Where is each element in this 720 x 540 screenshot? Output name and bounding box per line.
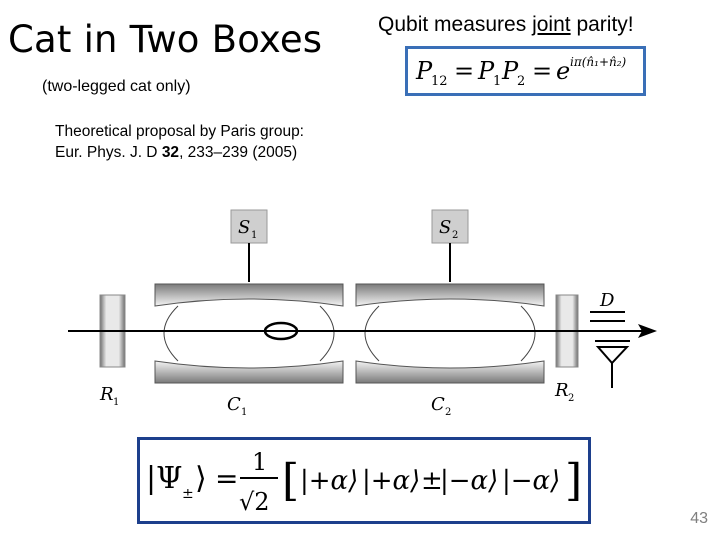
c2-sub: 2 [445, 407, 451, 418]
beam-arrow [638, 324, 657, 338]
qubit-suffix: parity! [570, 13, 634, 36]
detector: D [590, 290, 630, 388]
qubit-prefix: Qubit measures [378, 13, 533, 36]
cavity-diagram: S 1 S 2 D R 1 C 1 C [68, 209, 657, 418]
r2-label: R [554, 380, 569, 401]
s1-label: S [238, 217, 250, 238]
qubit-underlined-word: joint [532, 13, 571, 36]
psi-rangle: ⟩ [195, 461, 207, 496]
eq-equals-1: = [454, 57, 474, 85]
parity-equation: P 12 = P 1 P 2 = e iπ(n̂₁+n̂₂) [415, 55, 627, 89]
s2-label: S [439, 217, 451, 238]
r1-label: R [99, 384, 114, 405]
frac-numerator: 1 [252, 448, 267, 476]
parity-equation-box: P 12 = P 1 P 2 = e iπ(n̂₁+n̂₂) [405, 46, 646, 96]
ket-plus-alpha-2: |+α⟩ [362, 466, 420, 496]
reference-suffix: , 233–239 (2005) [179, 144, 298, 161]
left-bracket: [ [282, 455, 299, 506]
eq-equals-2: = [532, 57, 552, 85]
s2-box: S 2 [431, 209, 469, 282]
eq-p1-sub: 1 [493, 74, 501, 89]
frac-denominator: √2 [239, 488, 270, 516]
s1-sub: 1 [251, 230, 257, 241]
cavity-1 [154, 283, 344, 384]
s1-box: S 1 [230, 209, 268, 282]
eq-p2: P [501, 57, 519, 85]
c2-label: C [431, 394, 445, 415]
detector-label: D [599, 290, 615, 311]
eq-e: e [556, 57, 570, 85]
cavity-2 [355, 283, 545, 384]
state-equals: = [215, 462, 238, 495]
r1-sub: 1 [113, 397, 119, 408]
reference-prefix: Eur. Phys. J. D [55, 144, 162, 161]
ket-plus-alpha-1: |+α⟩ [300, 466, 358, 496]
qubit-heading: Qubit measures joint parity! [378, 13, 634, 37]
reference-volume: 32 [161, 144, 180, 161]
state-equation-box: |Ψ ± ⟩ = 1 √2 [ |+α⟩ |+α⟩ ± |−α⟩ |−α⟩ ] [137, 437, 591, 524]
state-equation: |Ψ ± ⟩ = 1 √2 [ |+α⟩ |+α⟩ ± |−α⟩ |−α⟩ ] [146, 448, 582, 516]
atom-icon [263, 321, 299, 341]
eq-p2-sub: 2 [517, 74, 525, 89]
r2-sub: 2 [568, 393, 574, 404]
ket-minus-alpha-1: |−α⟩ [440, 466, 498, 496]
right-bracket: ] [565, 455, 582, 506]
plus-minus: ± [421, 466, 443, 496]
page-number: 43 [690, 510, 708, 527]
psi-ket: |Ψ [146, 461, 182, 496]
ket-minus-alpha-2: |−α⟩ [502, 466, 560, 496]
slide-subtitle: (two-legged cat only) [42, 78, 191, 95]
reference-line-2: Eur. Phys. J. D 32, 233–239 (2005) [55, 144, 297, 162]
eq-p1: P [477, 57, 495, 85]
psi-sub: ± [182, 486, 194, 502]
c1-label: C [227, 394, 241, 415]
reference-line-1: Theoretical proposal by Paris group: [55, 123, 304, 140]
slide-title: Cat in Two Boxes [8, 18, 323, 61]
eq-exponent: iπ(n̂₁+n̂₂) [570, 55, 627, 69]
s2-sub: 2 [452, 230, 458, 241]
c1-sub: 1 [241, 407, 247, 418]
eq-p12: P [415, 57, 433, 85]
eq-p12-sub: 12 [431, 74, 448, 89]
